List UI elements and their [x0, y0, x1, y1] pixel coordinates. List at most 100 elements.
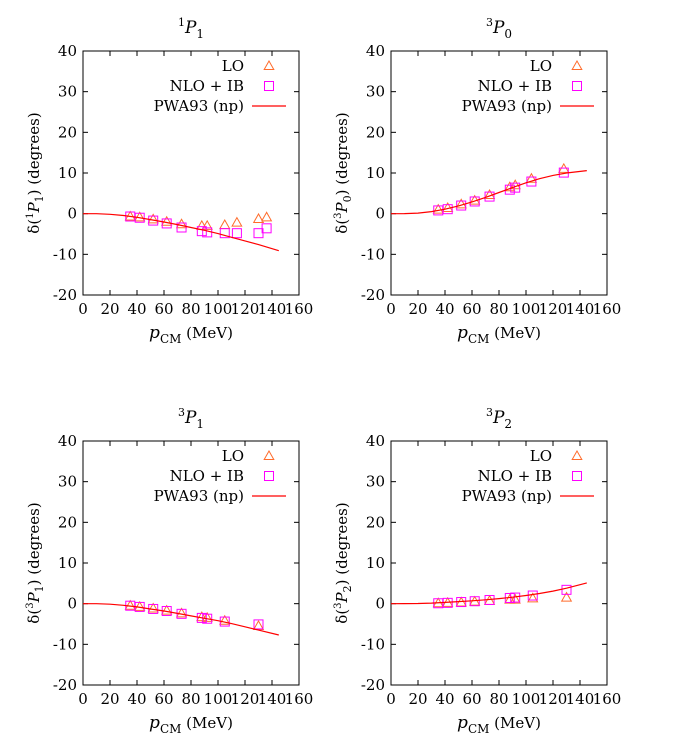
nlo-ib-point [253, 619, 264, 630]
x-tick-label: 0 [78, 300, 88, 318]
series-line [83, 213, 279, 252]
x-tick-label: 100 [512, 300, 541, 318]
x-tick-label: 0 [78, 690, 88, 708]
x-tick-label: 80 [181, 690, 200, 708]
lo-point [161, 215, 173, 226]
pwa93-curve [391, 170, 587, 215]
x-tick-label: 60 [462, 690, 481, 708]
legend-label: NLO + IB [478, 467, 552, 485]
x-tick-label: 140 [258, 300, 287, 318]
y-tick-label: 10 [58, 554, 77, 572]
x-tick-label: 20 [100, 300, 119, 318]
y-tick-label: 20 [366, 123, 385, 141]
y-tick-label: 30 [366, 473, 385, 491]
series-line [83, 603, 279, 636]
y-tick-label: -10 [53, 635, 77, 653]
chart-title: 1P1 [178, 16, 204, 41]
lo-point [134, 600, 146, 611]
x-axis-label: pCM (MeV) [149, 713, 233, 736]
y-tick-label: 20 [58, 123, 77, 141]
x-tick-label: 20 [408, 300, 427, 318]
series-square [125, 211, 272, 239]
x-tick-label: 60 [462, 300, 481, 318]
lo-point [175, 607, 188, 618]
lo-point [442, 201, 454, 212]
legend-label: NLO + IB [478, 77, 552, 95]
y-tick-label: 20 [366, 513, 385, 531]
legend-nlo-marker [572, 81, 582, 91]
lo-point [525, 172, 538, 183]
nlo-ib-point [456, 200, 467, 211]
x-tick-label: 60 [154, 300, 173, 318]
y-tick-label: 40 [366, 432, 385, 450]
lo-point [161, 604, 173, 615]
legend-lo-marker [571, 449, 583, 460]
y-tick-label: 30 [366, 83, 385, 101]
x-tick-label: 120 [539, 300, 568, 318]
y-tick-label: 0 [375, 595, 385, 613]
x-tick-label: 60 [154, 690, 173, 708]
lo-point [509, 179, 521, 190]
x-tick-label: 20 [408, 690, 427, 708]
lo-point [201, 611, 213, 622]
y-tick-label: -20 [53, 286, 77, 304]
x-tick-label: 40 [127, 690, 146, 708]
nlo-ib-point [176, 222, 187, 233]
x-tick-label: 100 [204, 690, 233, 708]
y-tick-label: 20 [58, 513, 77, 531]
legend-nlo-marker [572, 471, 582, 481]
x-tick-label: 100 [512, 690, 541, 708]
x-axis-label: pCM (MeV) [149, 323, 233, 346]
nlo-ib-point [196, 612, 207, 623]
lo-point [432, 203, 444, 214]
y-tick-label: 0 [67, 205, 77, 223]
nlo-ib-point [202, 613, 213, 624]
series-line [391, 170, 587, 215]
y-tick-label: -10 [53, 245, 77, 263]
y-tick-label: 0 [375, 205, 385, 223]
y-tick-label: 10 [366, 164, 385, 182]
x-tick-label: 20 [100, 690, 119, 708]
lo-point [147, 602, 159, 613]
lo-point [252, 212, 265, 223]
legend-label: NLO + IB [170, 77, 244, 95]
lo-point [219, 219, 231, 230]
lo-point [196, 611, 208, 622]
x-axis-label: pCM (MeV) [457, 323, 541, 346]
nlo-ib-point [261, 223, 272, 234]
legend-label: NLO + IB [170, 467, 244, 485]
y-tick-label: 40 [366, 42, 385, 60]
nlo-ib-point [134, 212, 145, 223]
series-triangle [432, 162, 570, 214]
legend-lo-marker [571, 59, 583, 70]
legend-lo-marker [263, 449, 275, 460]
y-tick-label: 10 [366, 554, 385, 572]
nlo-ib-point [526, 176, 537, 187]
x-tick-label: 120 [231, 300, 260, 318]
y-tick-label: 0 [67, 595, 77, 613]
lo-point [509, 593, 521, 604]
nlo-ib-point [219, 228, 230, 239]
nlo-ib-point [484, 191, 495, 202]
lo-point [124, 599, 136, 610]
x-axis-label: pCM (MeV) [457, 713, 541, 736]
x-tick-label: 0 [386, 690, 396, 708]
chart-title: 3P0 [486, 16, 512, 41]
legend-label: PWA93 (np) [154, 487, 244, 505]
y-tick-label: -20 [53, 676, 77, 694]
pwa93-curve [83, 213, 279, 252]
lo-point [201, 219, 213, 230]
x-tick-label: 80 [181, 300, 200, 318]
x-tick-label: 0 [386, 300, 396, 318]
pwa93-curve [83, 603, 279, 636]
lo-point [504, 593, 516, 604]
legend-label: PWA93 (np) [462, 97, 552, 115]
lo-point [231, 216, 243, 227]
legend-nlo-marker [264, 471, 274, 481]
legend-label: PWA93 (np) [154, 97, 244, 115]
x-tick-label: 120 [231, 690, 260, 708]
x-tick-label: 140 [566, 300, 595, 318]
